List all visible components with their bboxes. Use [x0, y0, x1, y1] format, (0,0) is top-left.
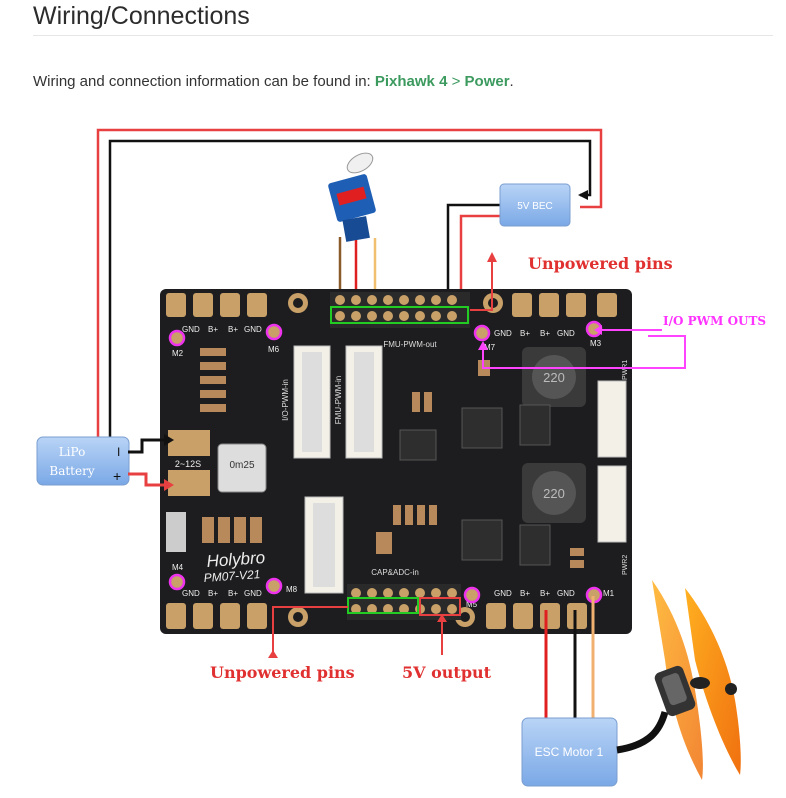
battery-label-line1: LiPo — [59, 445, 86, 459]
unpowered-pins-top-label: Unpowered pins — [528, 254, 673, 273]
chip — [519, 524, 551, 566]
svg-text:GND: GND — [244, 589, 262, 598]
svg-text:GND: GND — [244, 325, 262, 334]
svg-text:GND: GND — [182, 589, 200, 598]
svg-text:GND: GND — [182, 325, 200, 334]
connector-fmu-pwm-in — [345, 345, 383, 459]
m7-label: M7 — [484, 343, 496, 352]
bec-box — [499, 183, 571, 227]
svg-text:B+: B+ — [520, 329, 530, 338]
svg-text:B+: B+ — [208, 589, 218, 598]
chip — [399, 429, 437, 461]
unpowered-pins-highlight-top — [330, 306, 469, 324]
svg-text:B+: B+ — [208, 325, 218, 334]
chip — [461, 407, 503, 449]
motor-pad-m6 — [265, 323, 283, 341]
connector-io-pwm-in — [293, 345, 331, 459]
battery-label-line2: Battery — [49, 464, 94, 478]
motor-pad-m8 — [265, 577, 283, 595]
cap-adc-label: CAP&ADC-in — [371, 568, 419, 577]
fmu-pwm-out-label: FMU-PWM-out — [383, 340, 437, 349]
five-v-output-label: 5V output — [402, 663, 492, 682]
m4-label: M4 — [172, 563, 184, 572]
unpowered-pins-highlight-bottom — [347, 597, 419, 614]
shunt-resistor — [217, 443, 267, 493]
m1-label: M1 — [603, 589, 615, 598]
motor-propeller-icon — [616, 580, 741, 780]
battery-pad-plus — [168, 470, 210, 496]
svg-text:B+: B+ — [540, 329, 550, 338]
intro-text: Wiring and connection information can be… — [33, 73, 375, 90]
inductor-2: 220 — [522, 463, 586, 523]
board-brand: Holybro — [206, 548, 266, 571]
bec-label: 5V BEC — [517, 201, 553, 212]
io-pwm-outs-label: I/O PWM OUTS — [663, 314, 766, 328]
power-link[interactable]: Power — [464, 73, 510, 90]
battery-box — [36, 436, 130, 486]
svg-text:GND: GND — [557, 329, 575, 338]
motor-pad-m4 — [168, 573, 186, 591]
m8-label: M8 — [286, 585, 298, 594]
battery-minus: I — [117, 445, 120, 459]
cell-label: 2~12S — [175, 459, 201, 469]
esc-label: ESC Motor 1 — [535, 745, 604, 759]
mount-hole — [293, 298, 303, 308]
svg-text:B+: B+ — [228, 589, 238, 598]
pwr1-label: PWR1 — [622, 360, 629, 380]
io-pwm-in-label: I/O-PWM-in — [281, 379, 290, 421]
connector-cap-adc — [304, 496, 344, 594]
svg-text:B+: B+ — [520, 589, 530, 598]
pixhawk4-link[interactable]: Pixhawk 4 — [374, 73, 448, 90]
m2-label: M2 — [172, 349, 184, 358]
svg-text:GND: GND — [557, 589, 575, 598]
pads-bottom-left — [166, 603, 267, 629]
mount-hole — [293, 612, 303, 622]
inductor-1: 220 — [522, 347, 586, 407]
wiring-diagram: 5V BEC — [36, 128, 766, 787]
intro-end: . — [509, 73, 514, 90]
diode — [166, 512, 186, 552]
mount-hole — [460, 612, 470, 622]
pwr2-label: PWR2 — [622, 555, 629, 575]
svg-text:GND: GND — [494, 329, 512, 338]
motor-pad-m7 — [473, 324, 491, 342]
svg-text:220: 220 — [543, 370, 565, 385]
svg-text:GND: GND — [494, 589, 512, 598]
connector-pwr2 — [597, 465, 627, 543]
battery-pad-minus — [168, 430, 210, 456]
unpowered-pins-bottom-label: Unpowered pins — [210, 663, 355, 682]
five-v-output-highlight — [419, 597, 461, 616]
servo-icon — [328, 152, 376, 242]
board-model: PM07-V21 — [203, 567, 261, 585]
pads-top-left — [166, 293, 267, 317]
m3-label: M3 — [590, 339, 602, 348]
pads-top-right — [512, 293, 617, 317]
power-board — [160, 289, 632, 634]
capacitors — [200, 348, 584, 568]
chip — [519, 404, 551, 446]
fmu-pwm-out-header — [330, 292, 470, 328]
wire-red-battery-bec — [96, 128, 603, 437]
page-title: Wiring/Connections — [33, 2, 250, 30]
m5-label: M5 — [466, 600, 478, 609]
svg-text:B+: B+ — [228, 325, 238, 334]
esc-box — [521, 717, 618, 787]
motor-pad-m2 — [168, 329, 186, 347]
intro-paragraph: Wiring and connection information can be… — [33, 73, 514, 90]
breadcrumb-separator: > — [451, 73, 461, 90]
arrow-head — [578, 190, 588, 200]
battery-plus: + — [113, 468, 121, 484]
title-divider — [33, 35, 773, 36]
fmu-pwm-in-label: FMU-PWM-in — [334, 376, 343, 424]
connector-pwr1 — [597, 380, 627, 458]
m6-label: M6 — [268, 345, 280, 354]
chip — [461, 519, 503, 561]
io-pwm-bracket — [482, 335, 686, 369]
svg-text:220: 220 — [543, 486, 565, 501]
svg-text:B+: B+ — [540, 589, 550, 598]
shunt-label: 0m25 — [229, 460, 254, 471]
motor-pad-m5 — [463, 586, 481, 604]
